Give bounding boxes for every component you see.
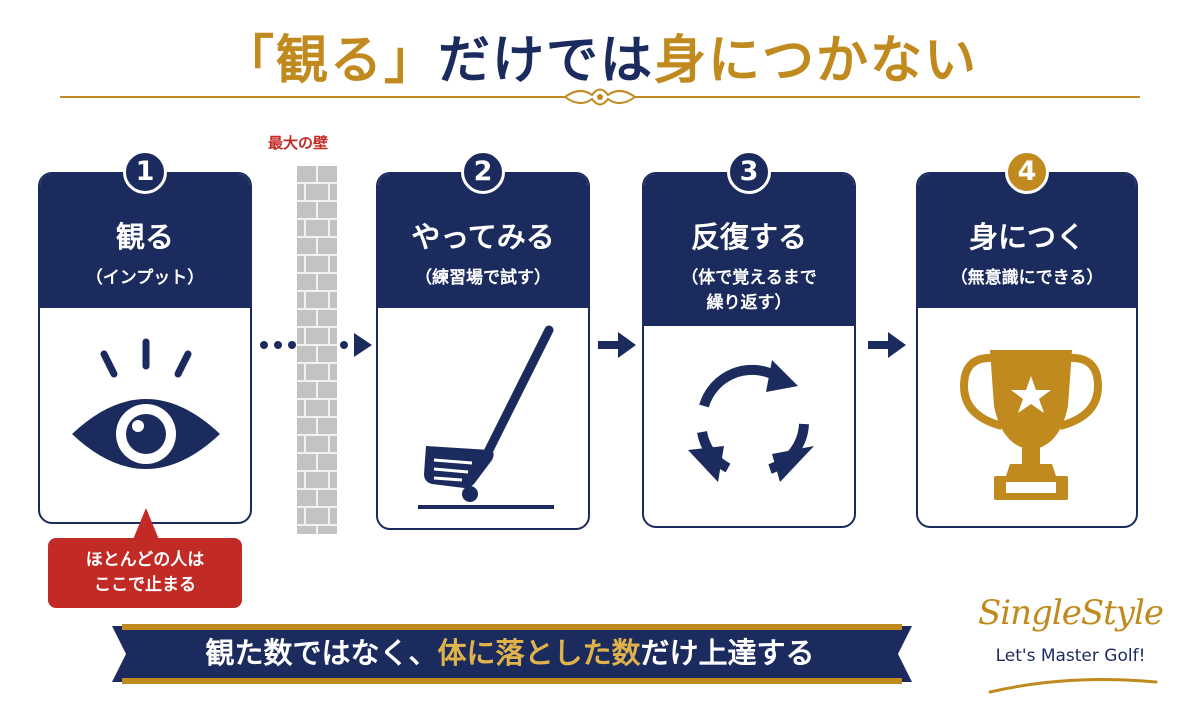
banner-ribbon [112,624,912,684]
step-card-acquire: 身につく （無意識にできる） [916,172,1138,528]
arrow-2-to-3 [598,332,636,358]
step-card-header: 身につく （無意識にできる） [918,174,1136,308]
title-open-bracket: 「 [221,31,276,91]
title-word-watch: 観る [275,31,384,91]
step-subtitle: （練習場で試す） [415,268,551,288]
banner-highlight: 体に落とした数 [437,636,641,670]
banner-message: 観た数ではなく、体に落とした数だけ上達する [130,628,890,678]
callout-line: ここで止まる [94,575,196,595]
banner-part: 観た数ではなく、 [205,636,438,670]
step-subtitle: （体で覚えるまで 繰り返す） [644,266,854,316]
step-title: 身につく [968,220,1085,254]
callout-pointer [132,508,160,542]
cycle-arrows-icon [688,360,814,482]
step-number-badge: 1 [123,150,167,194]
step-title: 反復する [690,220,807,254]
title-ornament-divider [60,88,1140,106]
title-word-acquire: 身につかない [654,31,979,91]
page-title: 「観る」だけでは身につかない [0,18,1200,93]
brick-wall [297,166,337,534]
logo-name: SingleStyle [978,593,1164,633]
logo-swoosh [988,678,1158,694]
callout-most-stop-here: ほとんどの人は ここで止まる [48,538,242,608]
callout-line: ほとんどの人は [85,550,205,570]
step-card-repeat: 反復する （体で覚えるまで 繰り返す） [642,172,856,528]
step-card-header: 反復する （体で覚えるまで 繰り返す） [644,174,854,326]
logo-tagline: Let's Master Golf! [995,646,1146,666]
step-card-header: 観る （インプット） [40,174,250,308]
trophy-icon [959,350,1103,500]
step-subtitle-line: （体で覚えるまで [681,268,817,288]
step-title: 観る [115,220,174,254]
step-card-watch: 観る （インプット） [38,172,252,524]
step-card-try: やってみる （練習場で試す） [376,172,590,530]
title-middle: だけでは [438,31,655,91]
step-number-badge: 4 [1005,150,1049,194]
step-number-badge: 2 [461,150,505,194]
step-subtitle: （インプット） [85,268,205,288]
step-subtitle-line: 繰り返す） [706,293,792,313]
arrow-3-to-4 [868,332,906,358]
golf-club-icon [418,325,554,509]
step-title: やってみる [411,220,555,254]
wall-label: 最大の壁 [268,134,329,152]
eye-icon [72,338,220,469]
step-subtitle: （無意識にできる） [950,268,1104,288]
step-card-header: やってみる （練習場で試す） [378,174,588,308]
banner-part: だけ上達する [640,636,815,670]
step-number-badge: 3 [727,150,771,194]
title-close-bracket: 」 [383,31,438,91]
